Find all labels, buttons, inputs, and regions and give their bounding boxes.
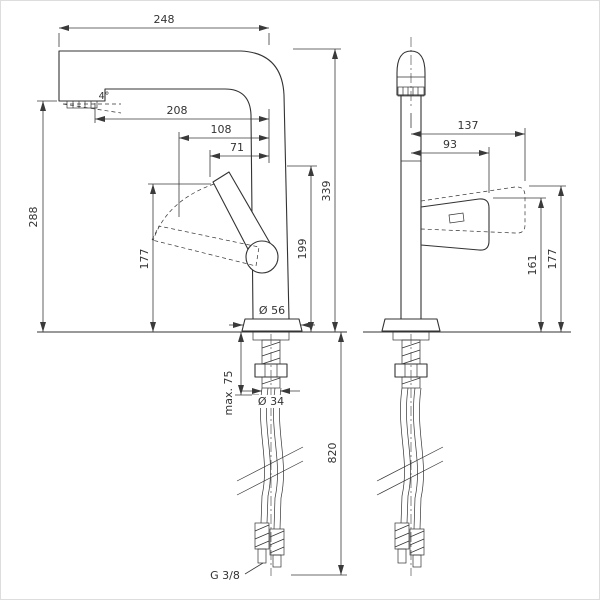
front-view: 137 93 161 177 — [363, 37, 571, 576]
dim-dia56-label: Ø 56 — [259, 304, 285, 317]
thread-label: G 3/8 — [210, 569, 240, 582]
side-aerator — [66, 100, 98, 109]
dim-208-label: 208 — [167, 104, 188, 117]
dim-248-label: 248 — [154, 13, 175, 26]
side-faucet-outline — [58, 50, 290, 320]
side-angle-4deg: 4° — [62, 91, 122, 114]
side-handle-solid — [212, 171, 279, 274]
thread-callout: G 3/8 — [210, 562, 264, 582]
front-body — [400, 95, 422, 319]
front-spray-head — [396, 50, 426, 97]
dim-177-front-label: 177 — [546, 249, 559, 270]
side-view: 4° — [27, 13, 347, 582]
dim-177-side-label: 177 — [138, 249, 151, 270]
dim-137-label: 137 — [458, 119, 479, 132]
dim-820: 820 — [291, 332, 347, 576]
side-undercounter — [236, 331, 304, 576]
dim-161-label: 161 — [526, 255, 539, 276]
dim-248: 248 — [58, 13, 270, 47]
dim-288: 288 — [27, 100, 57, 332]
dim-339: 339 — [293, 48, 341, 332]
dim-177-front: 177 — [529, 185, 566, 332]
dim-93-label: 93 — [443, 138, 457, 151]
dim-199-label: 199 — [296, 239, 309, 260]
dim-max75-label: max. 75 — [222, 371, 235, 416]
dim-288-label: 288 — [27, 207, 40, 228]
dim-93: 93 — [411, 138, 490, 193]
dim-208: 208 — [94, 103, 270, 163]
dim-71-label: 71 — [230, 141, 244, 154]
dim-177-side: 177 — [138, 183, 211, 332]
dim-dia56: Ø 56 — [229, 304, 315, 328]
dim-820-label: 820 — [326, 443, 339, 464]
dim-339-label: 339 — [320, 181, 333, 202]
front-undercounter — [376, 331, 444, 576]
dim-161: 161 — [493, 197, 546, 332]
dim-108-label: 108 — [211, 123, 232, 136]
dim-71: 71 — [209, 141, 269, 177]
dim-108: 108 — [178, 123, 269, 217]
side-break-marks — [236, 446, 304, 496]
angle-4-label: 4° — [99, 91, 110, 102]
front-base-plate — [381, 318, 441, 332]
dim-137: 137 — [410, 113, 526, 181]
front-handle-solid — [420, 198, 490, 251]
front-handle-dashed — [420, 186, 526, 234]
dim-199: 199 — [287, 165, 317, 332]
dim-dia34-label: Ø 34 — [258, 395, 284, 408]
dia34-label-backing — [252, 395, 290, 408]
side-base-plate — [241, 318, 303, 332]
front-break-marks — [376, 446, 444, 496]
dim-dia34: Ø 34 — [242, 388, 300, 408]
